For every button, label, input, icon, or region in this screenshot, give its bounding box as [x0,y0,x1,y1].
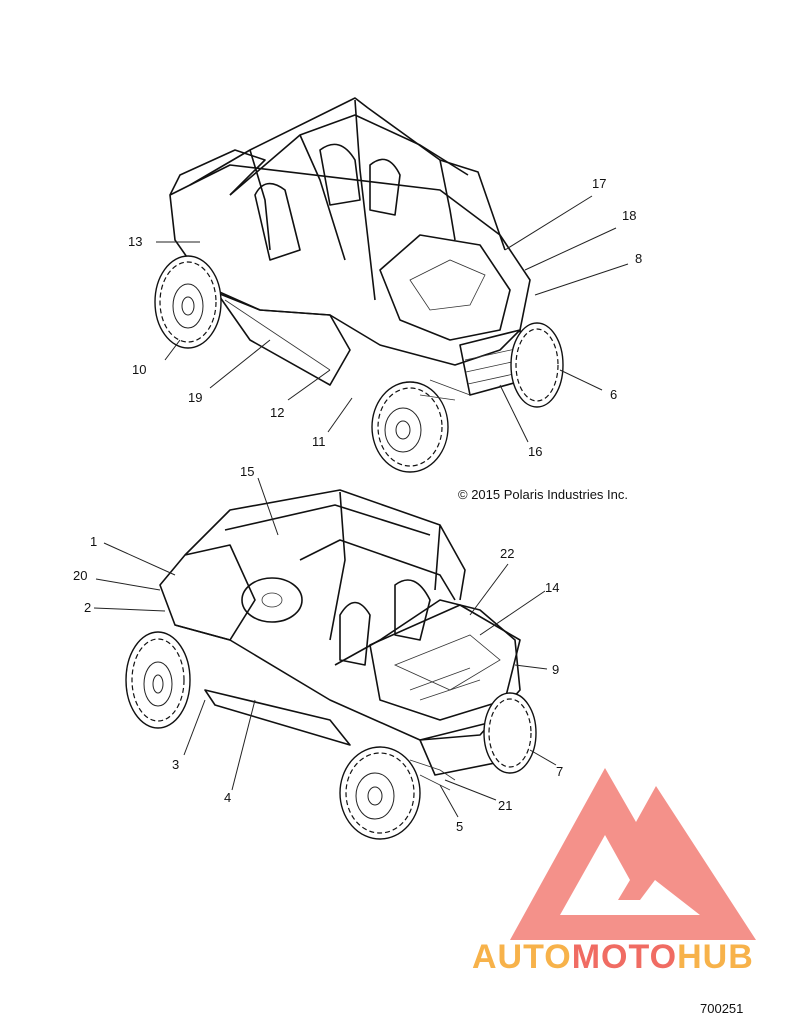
callout-21: 21 [498,798,512,813]
bottom-callouts: 15 1 20 2 22 14 9 3 4 21 5 7 [73,464,563,834]
callout-11: 11 [312,434,326,449]
callout-20: 20 [73,568,87,583]
top-callouts: 17 18 8 13 10 19 12 11 16 6 [128,176,642,459]
callout-10: 10 [132,362,146,377]
top-leader-lines [156,195,629,443]
copyright-text: © 2015 Polaris Industries Inc. [458,487,628,502]
watermark-part-1: AUTO [472,938,572,976]
bottom-vehicle-illustration [125,489,537,840]
watermark-part-3: HUB [677,938,754,976]
callout-17: 17 [592,176,606,191]
callout-2: 2 [84,600,91,615]
callout-7: 7 [556,764,563,779]
bottom-leader-lines [93,477,557,818]
callout-1: 1 [90,534,97,549]
watermark-logo-text: AUTOMOTOHUB [472,938,754,977]
callout-15: 15 [240,464,254,479]
watermark-part-2: MOTO [571,938,678,976]
callout-8: 8 [635,251,642,266]
document-number: 700251 [700,1001,744,1016]
watermark-logo-mark [510,768,756,940]
callout-6: 6 [610,387,617,402]
callout-9: 9 [552,662,559,677]
callout-12: 12 [270,405,284,420]
callout-14: 14 [545,580,559,595]
callout-22: 22 [500,546,514,561]
callout-5: 5 [456,819,463,834]
callout-16: 16 [528,444,542,459]
callout-13: 13 [128,234,142,249]
callout-18: 18 [622,208,636,223]
callout-3: 3 [172,757,179,772]
callout-4: 4 [224,790,231,805]
callout-19: 19 [188,390,202,405]
top-vehicle-illustration [154,97,564,473]
